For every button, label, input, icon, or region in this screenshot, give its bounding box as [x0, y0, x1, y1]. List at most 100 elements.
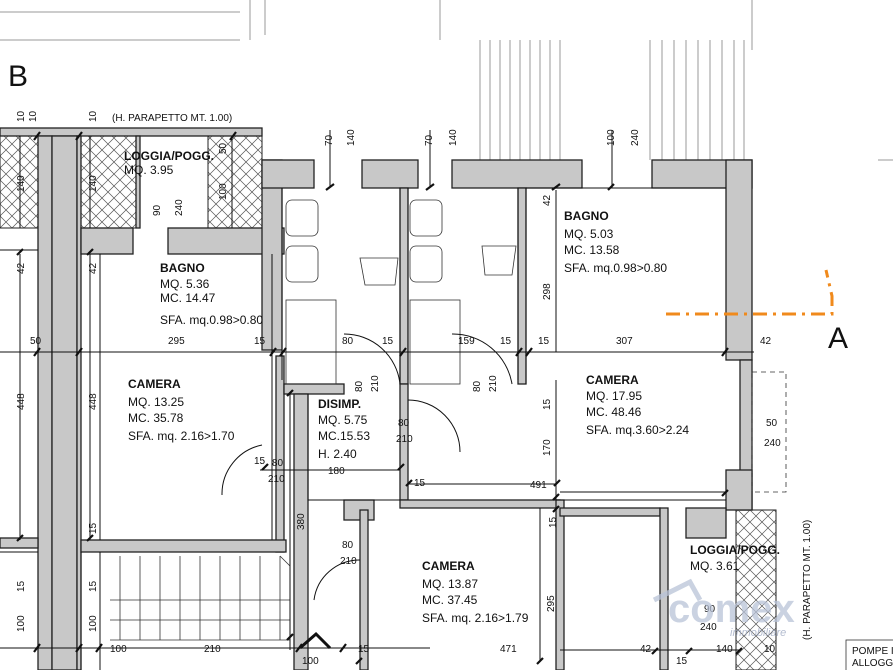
dims-d10b: 10	[88, 110, 99, 122]
dims-d10c: 10	[16, 110, 27, 122]
dims-d15c: 15	[500, 336, 512, 347]
dims-d240c: 240	[764, 438, 781, 449]
dims-d10d: 10	[764, 644, 776, 655]
room-camera-right: CAMERA MQ. 17.95 MC. 48.46 SFA. mq.3.60>…	[586, 373, 689, 437]
walls	[0, 127, 777, 670]
rooms-loggia-left-name: LOGGIA/POGG.	[124, 149, 214, 163]
room-bagno-right: BAGNO MQ. 5.03 MC. 13.58 SFA. mq.0.98>0.…	[564, 209, 667, 275]
rooms-camera-right-l2: MC. 48.46	[586, 405, 642, 419]
rooms-camera-left-l3: SFA. mq. 2.16>1.70	[128, 429, 235, 443]
dims-d100a: 100	[606, 129, 617, 146]
dims-d15g: 15	[414, 478, 426, 489]
room-disimp: DISIMP. MQ. 5.75 MC.15.53 H. 2.40	[318, 397, 370, 461]
dims-d100d: 100	[88, 615, 99, 632]
dims-d448b: 448	[88, 393, 99, 410]
rooms-loggia-left-l1: MQ. 3.95	[124, 163, 174, 177]
dims-d15b: 15	[382, 336, 394, 347]
dims-d100b: 100	[218, 183, 229, 200]
room-camera-left: CAMERA MQ. 13.25 MC. 35.78 SFA. mq. 2.16…	[128, 377, 235, 443]
rooms-camera-bottom-l2: MC. 37.45	[422, 593, 478, 607]
watermark-logo: comex immobiliare	[652, 578, 795, 639]
dims-d15j: 15	[16, 580, 27, 592]
dims-d15e: 15	[542, 398, 553, 410]
dims-d140d: 140	[88, 175, 99, 192]
dims-d50b: 50	[30, 336, 42, 347]
dims-d240a: 240	[630, 129, 641, 146]
rooms-bagno-left-l2: MC. 14.47	[160, 291, 216, 305]
rooms-disimp-l1: MQ. 5.75	[318, 413, 368, 427]
dims-d15k: 15	[88, 580, 99, 592]
dims-d140b: 140	[448, 129, 459, 146]
dims-d50c: 50	[766, 418, 778, 429]
room-loggia-right: LOGGIA/POGG. MQ. 3.61	[690, 543, 780, 573]
dims-d42a: 42	[16, 262, 27, 274]
room-loggia-left: LOGGIA/POGG. MQ. 3.95	[124, 149, 214, 177]
rooms-disimp-name: DISIMP.	[318, 397, 361, 411]
rooms-loggia-right-name: LOGGIA/POGG.	[690, 543, 780, 557]
dims-d70a: 70	[324, 134, 335, 146]
marker-b: B	[8, 60, 28, 93]
dims-d210e: 210	[340, 556, 357, 567]
dims-d240d: 240	[700, 622, 717, 633]
clipped-legend-box	[751, 371, 893, 670]
rooms-bagno-left-l1: MQ. 5.36	[160, 277, 210, 291]
dimension-ticks	[16, 131, 743, 665]
dims-d15d: 15	[538, 336, 550, 347]
parapet-note-vertical: (H. PARAPETTO MT. 1.00)	[802, 520, 813, 640]
rooms-bagno-left-l3: SFA. mq.0.98>0.80	[160, 313, 263, 327]
dims-d10a: 10	[28, 110, 39, 122]
room-camera-bottom: CAMERA MQ. 13.87 MC. 37.45 SFA. mq. 2.16…	[422, 559, 529, 625]
dims-d80d: 80	[398, 418, 410, 429]
watermark-brand: comex	[668, 587, 795, 631]
dims-d210a: 210	[370, 375, 381, 392]
dims-d491: 491	[530, 480, 547, 491]
rooms-loggia-right-l1: MQ. 3.61	[690, 559, 740, 573]
dims-d42c: 42	[542, 194, 553, 206]
clipped-label-alloggi: ALLOGGI	[852, 658, 893, 669]
dims-d15a: 15	[254, 336, 266, 347]
dims-d380: 380	[296, 513, 307, 530]
dims-d90b: 90	[704, 604, 716, 615]
roof-icon	[652, 578, 703, 603]
dims-d210c: 210	[396, 434, 413, 445]
dims-d15m: 15	[676, 656, 688, 667]
dims-d15l: 15	[358, 644, 370, 655]
rooms-bagno-left-name: BAGNO	[160, 261, 205, 275]
dims-d80e: 80	[272, 458, 284, 469]
rooms-camera-bottom-l1: MQ. 13.87	[422, 577, 478, 591]
dims-d295b: 295	[546, 595, 557, 612]
rooms-camera-left-name: CAMERA	[128, 377, 181, 391]
dims-d140a: 140	[346, 129, 357, 146]
stairs	[110, 555, 291, 641]
dims-d42e: 42	[640, 644, 652, 655]
dims-d15h: 15	[548, 516, 559, 528]
dims-d140e: 140	[716, 644, 733, 655]
top-grid-lines	[0, 0, 893, 161]
watermark-sub: immobiliare	[730, 627, 786, 639]
rooms-camera-right-name: CAMERA	[586, 373, 639, 387]
dimension-labels: 10 10 10 70 140 70 140 100 240 50 100 90…	[16, 110, 781, 667]
rooms-disimp-l2: MC.15.53	[318, 429, 370, 443]
dims-d210b: 210	[488, 375, 499, 392]
dims-d100e: 100	[110, 644, 127, 655]
rooms-camera-right-l3: SFA. mq.3.60>2.24	[586, 423, 689, 437]
dims-d42b: 42	[88, 262, 99, 274]
dims-d180: 180	[328, 466, 345, 477]
dims-d15i: 15	[88, 522, 99, 534]
dims-d50a: 50	[218, 142, 229, 154]
interior-lines	[0, 187, 726, 670]
rooms-camera-bottom-name: CAMERA	[422, 559, 475, 573]
rooms-bagno-right-l2: MC. 13.58	[564, 243, 620, 257]
dims-d295a: 295	[168, 336, 185, 347]
dims-d80c: 80	[472, 380, 483, 392]
stair-arrow-icon	[299, 631, 332, 650]
dims-d80f: 80	[342, 540, 354, 551]
dims-d210d: 210	[268, 474, 285, 485]
dims-d70b: 70	[424, 134, 435, 146]
dims-d140c: 140	[16, 175, 27, 192]
dims-d298: 298	[542, 283, 553, 300]
dims-d90a: 90	[152, 204, 163, 216]
dims-d210f: 210	[204, 644, 221, 655]
rooms-bagno-right-name: BAGNO	[564, 209, 609, 223]
